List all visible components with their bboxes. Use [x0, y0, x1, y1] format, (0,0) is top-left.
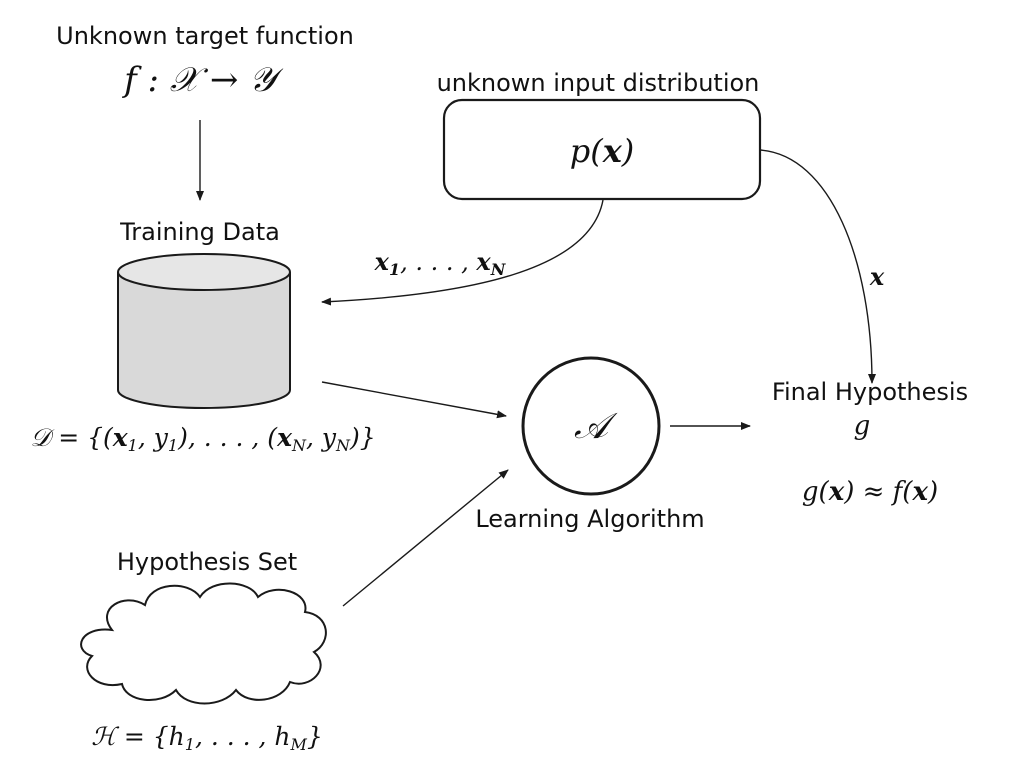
samples-label: x1, . . . , xN	[374, 247, 507, 279]
target-function-title: Unknown target function	[56, 22, 354, 50]
final-hypothesis-title: Final Hypothesis	[772, 378, 968, 406]
hypothesis-set-cloud	[80, 582, 327, 705]
training-data-cylinder	[117, 253, 291, 409]
input-distribution-formula: p(x)	[570, 132, 635, 170]
x-arrow	[759, 149, 876, 384]
input-distribution-title: unknown input distribution	[437, 69, 760, 97]
hypothesis-set-formula: ℋ = {h1, . . . , hM}	[91, 722, 323, 754]
data-to-algorithm-arrow	[321, 381, 507, 419]
x-label: x	[869, 262, 885, 291]
final-hypothesis-formula: g(x) ≈ f(x)	[802, 477, 938, 507]
training-data-title: Training Data	[119, 218, 280, 246]
hypothesis-to-algorithm-arrow	[342, 469, 509, 607]
training-data-formula: 𝒟 = {(x1, y1), . . . , (xN, yN)}	[30, 423, 375, 455]
learning-algorithm-circle	[521, 356, 661, 496]
input-distribution-box	[442, 98, 762, 201]
learning-algorithm-title: Learning Algorithm	[475, 505, 704, 533]
final-hypothesis-symbol: g	[854, 411, 871, 441]
samples-arrow	[321, 199, 604, 306]
hypothesis-set-title: Hypothesis Set	[117, 548, 297, 576]
target-function-formula: f : 𝒳 → 𝒴	[121, 60, 284, 100]
